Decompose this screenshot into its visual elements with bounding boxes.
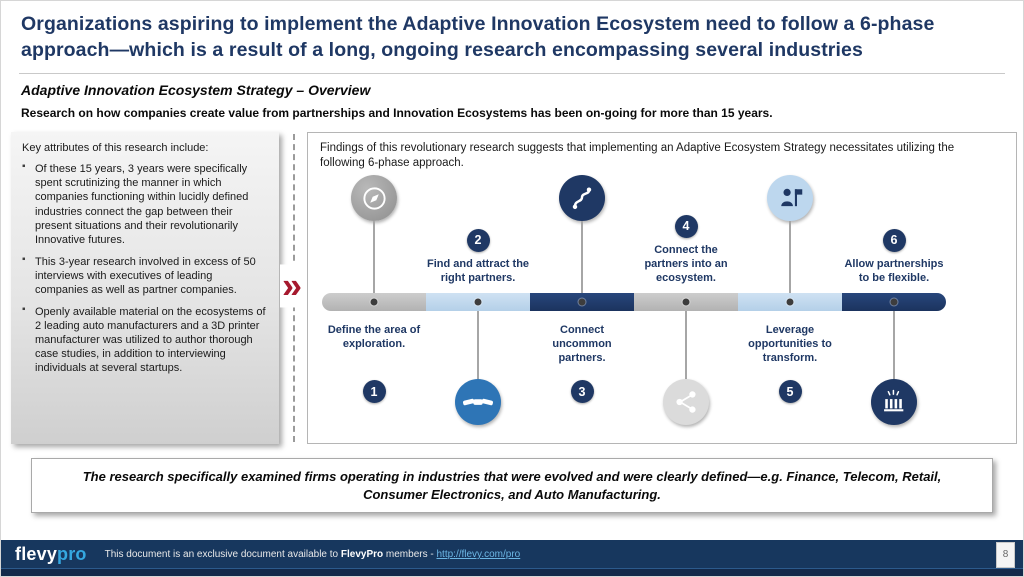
phase-5: Leverage opportunities to transform. 5: [738, 175, 842, 439]
bullet-item: Openly available material on the ecosyst…: [22, 304, 268, 375]
flevypro-logo: flevypro: [15, 544, 87, 565]
footer-bar: flevypro This document is an exclusive d…: [1, 540, 1023, 576]
phase-number-badge: 2: [466, 228, 490, 252]
connector-line: [789, 221, 791, 294]
phase-label: Define the area of exploration.: [327, 324, 421, 351]
bullet-item: Of these 15 years, 3 years were specific…: [22, 161, 268, 246]
timeline-segment: [842, 293, 946, 312]
section-heading: Adaptive Innovation Ecosystem Strategy –…: [21, 82, 371, 99]
double-chevron-icon: »: [280, 264, 305, 308]
phase-number-badge: 6: [882, 228, 906, 252]
phase-label: Connect the partners into an ecosystem.: [644, 243, 728, 285]
timeline-segment: [322, 293, 426, 312]
right-panel-intro: Findings of this revolutionary research …: [320, 142, 955, 170]
pillars-icon: [871, 379, 917, 426]
phase-number-badge: 1: [362, 380, 386, 404]
logo-accent-text: pro: [57, 544, 87, 564]
phase-number-badge: 4: [674, 214, 698, 238]
footer-note-prefix: This document is an exclusive document a…: [104, 549, 341, 560]
timeline-segment: [426, 293, 530, 312]
title-divider: [19, 73, 1005, 75]
connector-line: [477, 311, 479, 380]
phase-number-badge: 3: [570, 380, 594, 404]
handshake-icon: [455, 379, 501, 426]
phase-label: Connect uncommon partners.: [552, 324, 612, 365]
phase-label: Find and attract the right partners.: [426, 257, 530, 285]
phase-6: 6 Allow partnerships to be flexible.: [842, 175, 946, 439]
timeline-dot: [578, 298, 586, 306]
slide-title: Organizations aspiring to implement the …: [21, 13, 935, 62]
logo-primary-text: flevy: [15, 544, 58, 564]
phase-label: Allow partnerships to be flexible.: [844, 257, 944, 285]
timeline-dot: [786, 298, 794, 306]
phase-1: Define the area of exploration. 1: [322, 175, 426, 439]
connector-line: [685, 311, 687, 380]
phase-4: 4 Connect the partners into an ecosystem…: [634, 175, 738, 439]
left-panel-heading: Key attributes of this research include:: [22, 142, 209, 155]
timeline-dot: [474, 298, 482, 306]
callout-box: The research specifically examined firms…: [31, 458, 993, 514]
winding-path-icon: [559, 175, 605, 222]
footer-note-brand: FlevyPro: [340, 549, 384, 560]
bullet-item: This 3-year research involved in excess …: [22, 254, 268, 297]
timeline-segment: [738, 293, 842, 312]
phase-2: 2 Find and attract the right partners.: [426, 175, 530, 439]
footer-note-middle: members -: [383, 549, 437, 560]
phase-number-badge: 5: [778, 380, 802, 404]
page-number: 8: [996, 541, 1015, 568]
bullet-list: Of these 15 years, 3 years were specific…: [22, 161, 268, 375]
timeline-segment: [530, 293, 634, 312]
presenter-icon: [767, 175, 813, 222]
phase-label: Leverage opportunities to transform.: [748, 324, 832, 365]
footer-note: This document is an exclusive document a…: [105, 549, 521, 560]
connector-line: [893, 311, 895, 380]
connector-line: [373, 221, 375, 294]
right-panel: Findings of this revolutionary research …: [307, 132, 1017, 445]
timeline-segment: [634, 293, 738, 312]
timeline-dot: [370, 298, 378, 306]
main-content: Key attributes of this research include:…: [11, 132, 1017, 445]
footer-link[interactable]: http://flevy.com/pro: [436, 549, 521, 560]
phase-3: Connect uncommon partners. 3: [530, 175, 634, 439]
compass-icon: [351, 175, 397, 222]
timeline: Define the area of exploration. 1 2 Find…: [322, 175, 946, 439]
timeline-dot: [682, 298, 690, 306]
panel-divider: »: [279, 132, 307, 444]
timeline-dot: [890, 298, 898, 306]
left-panel: Key attributes of this research include:…: [11, 132, 279, 445]
lead-text: Research on how companies create value f…: [21, 106, 773, 121]
network-icon: [663, 379, 709, 426]
connector-line: [581, 221, 583, 294]
